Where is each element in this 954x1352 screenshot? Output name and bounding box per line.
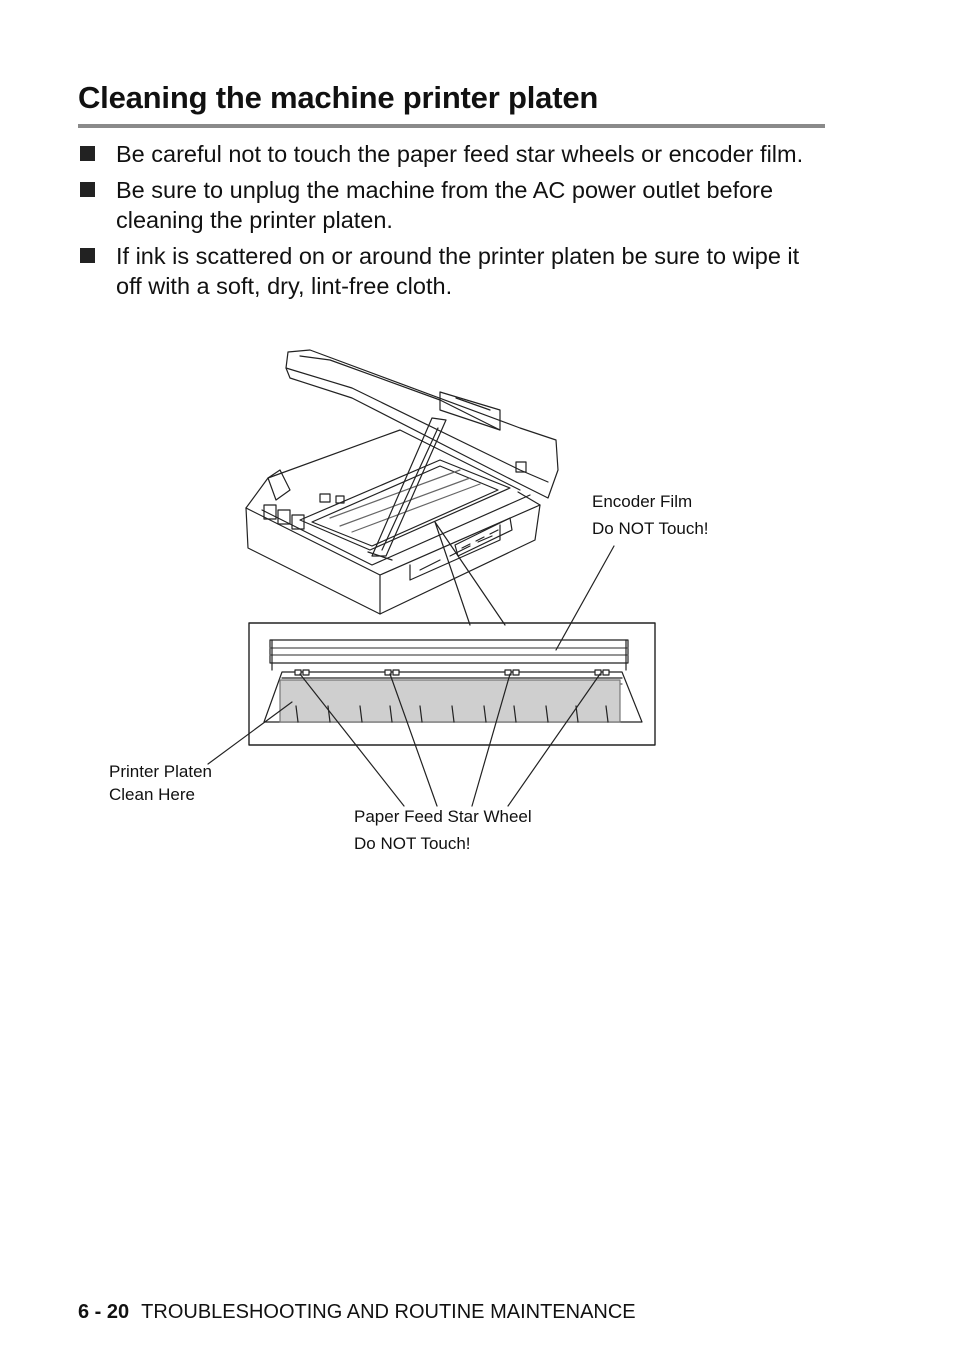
page-number: 6 - 20 — [78, 1301, 130, 1323]
scanner-cover — [285, 349, 559, 499]
encoder-film-callout: Encoder Film Do NOT Touch! — [592, 490, 709, 540]
list-item: If ink is scattered on or around the pri… — [78, 241, 828, 301]
callout-label: Paper Feed Star Wheel — [354, 807, 532, 826]
section-title: TROUBLESHOOTING AND ROUTINE MAINTENANCE — [141, 1301, 636, 1323]
star-wheel-leader-lines — [299, 673, 601, 807]
platen-closeup — [248, 622, 656, 746]
list-item: Be careful not to touch the paper feed s… — [78, 139, 828, 169]
callout-label: Printer Platen — [109, 762, 212, 781]
callout-label: Encoder Film — [592, 492, 693, 511]
square-bullet-icon — [80, 182, 95, 197]
zoom-pointer — [434, 521, 506, 626]
callout-warning: Do NOT Touch! — [592, 519, 709, 538]
list-item-text: Be careful not to touch the paper feed s… — [116, 141, 804, 167]
square-bullet-icon — [80, 146, 95, 161]
list-item-text: If ink is scattered on or around the pri… — [116, 243, 800, 299]
callout-note: Clean Here — [109, 785, 195, 804]
square-bullet-icon — [80, 248, 95, 263]
list-item-text: Be sure to unplug the machine from the A… — [116, 177, 774, 233]
list-item: Be sure to unplug the machine from the A… — [78, 175, 828, 235]
machine-body — [245, 429, 541, 615]
star-wheel-callout: Paper Feed Star Wheel Do NOT Touch! — [354, 805, 532, 855]
platen-leader-line — [207, 701, 293, 765]
encoder-leader-line — [555, 545, 615, 651]
printer-platen-figure: Encoder Film Do NOT Touch! Printer Plate… — [0, 340, 954, 880]
page-footer: 6 - 20 TROUBLESHOOTING AND ROUTINE MAINTE… — [78, 1301, 636, 1324]
page-title: Cleaning the machine printer platen — [78, 80, 599, 115]
support-arm — [367, 417, 447, 561]
printer-platen-callout: Printer Platen Clean Here — [109, 760, 212, 806]
bullet-list: Be careful not to touch the paper feed s… — [78, 139, 828, 307]
callout-warning: Do NOT Touch! — [354, 834, 471, 853]
title-rule — [78, 124, 825, 128]
printer-illustration — [207, 349, 656, 807]
